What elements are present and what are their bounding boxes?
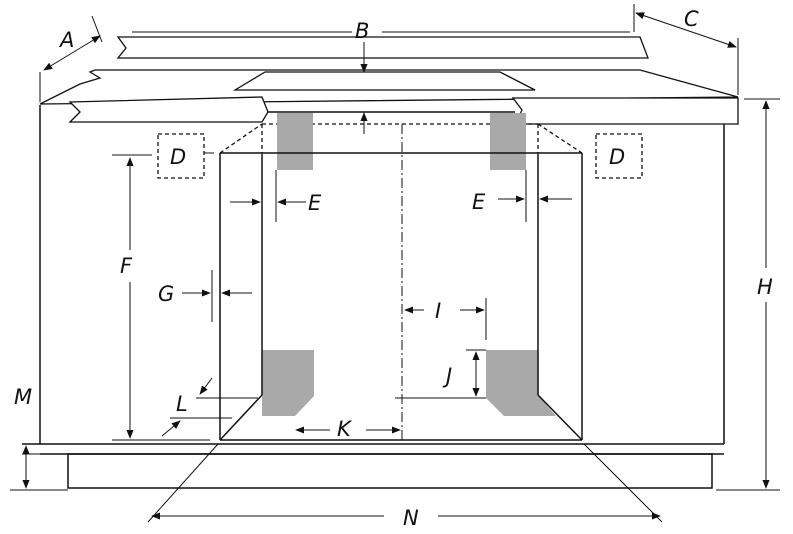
label-L: L [176, 392, 188, 416]
dim-F: F [112, 154, 210, 441]
countertop [39, 36, 739, 125]
dim-L: L [161, 377, 258, 437]
label-K: K [337, 417, 353, 441]
dim-E-right: E [472, 170, 572, 222]
label-M: M [14, 385, 32, 409]
lower-right-block [486, 350, 556, 416]
upper-left-block [277, 113, 313, 170]
label-F: F [120, 254, 133, 278]
dim-D-left: D [157, 133, 214, 179]
label-E-right: E [472, 190, 486, 214]
sink-cutout-outline [219, 123, 583, 155]
label-D-left: D [170, 145, 186, 169]
label-C: C [684, 7, 699, 31]
toe-kick-base [67, 453, 713, 489]
dim-E-left: E [230, 170, 322, 222]
dim-G: G [158, 270, 252, 322]
dim-M: M [10, 385, 68, 491]
dim-K: K [295, 417, 401, 441]
opening-frame [219, 124, 583, 441]
label-N: N [403, 506, 419, 530]
label-D-right: D [609, 145, 625, 169]
dim-N: N [147, 443, 663, 530]
lower-left-block [262, 350, 314, 416]
dim-A: A [39, 15, 103, 102]
label-A: A [58, 28, 74, 52]
shaded-blocks [262, 113, 556, 416]
upper-right-block [490, 113, 526, 170]
dim-I: I [404, 298, 487, 340]
label-I: I [435, 299, 441, 323]
label-H: H [757, 275, 773, 299]
dim-J: J [395, 349, 486, 399]
dim-D-right: D [595, 133, 643, 179]
dim-B: B [132, 19, 630, 73]
label-G: G [158, 282, 174, 306]
label-J: J [442, 364, 452, 388]
label-E-left: E [308, 191, 322, 215]
dim-C: C [633, 4, 739, 95]
dim-H: H [716, 98, 780, 491]
label-B: B [355, 19, 369, 43]
